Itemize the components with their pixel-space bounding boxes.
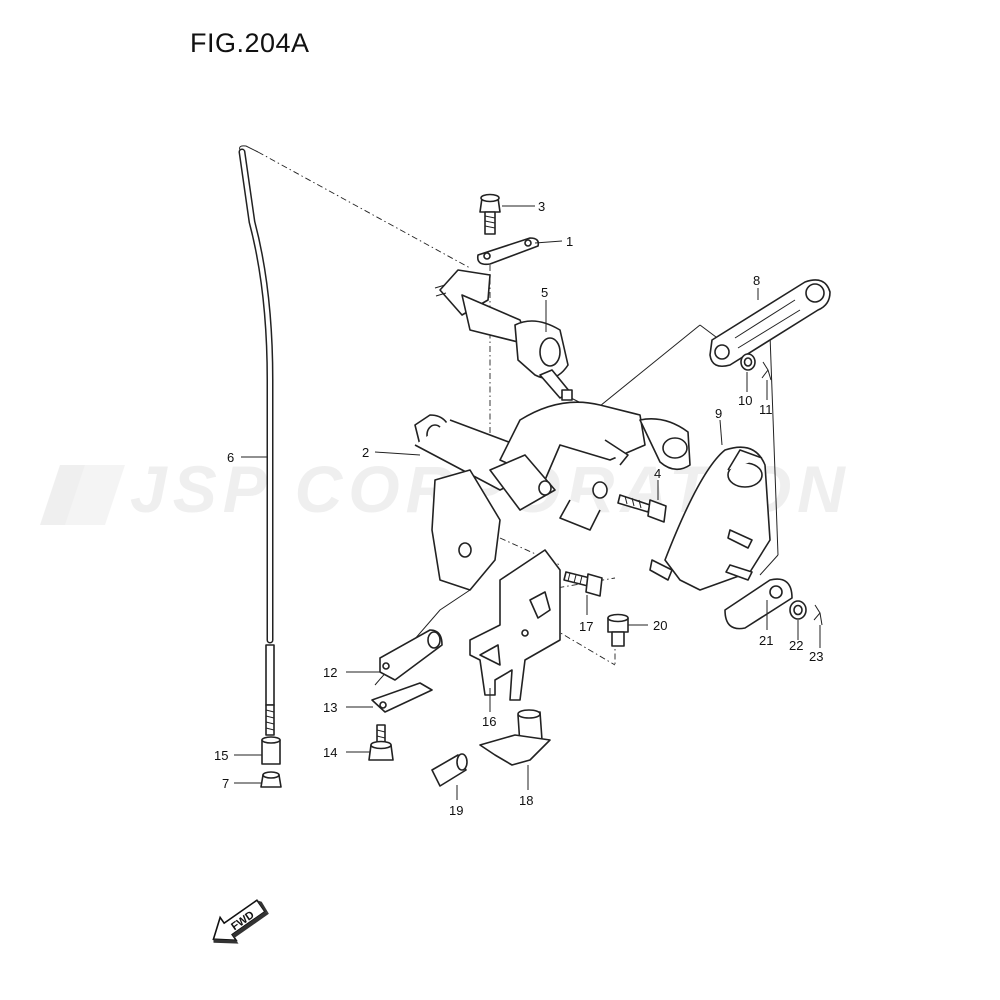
part-labels: 1 2 3 4 5 6 7 8 9 10 11 12 13 14 15 16 1… xyxy=(214,199,823,818)
part-6-rod xyxy=(238,145,275,736)
part-8-lever xyxy=(709,279,831,368)
label-leaders xyxy=(234,205,821,800)
part-12-bracket xyxy=(379,629,443,681)
label-part-5: 5 xyxy=(541,285,548,300)
part-15-sleeve xyxy=(261,736,281,765)
part-19-collar xyxy=(431,753,468,787)
label-part-23: 23 xyxy=(809,649,823,664)
figure-title: FIG.204A xyxy=(190,28,310,58)
label-part-19: 19 xyxy=(449,803,463,818)
part-10-washer xyxy=(740,353,756,371)
label-part-14: 14 xyxy=(323,745,337,760)
label-part-13: 13 xyxy=(323,700,337,715)
label-part-22: 22 xyxy=(789,638,803,653)
part-17-bolt xyxy=(563,571,603,597)
label-part-16: 16 xyxy=(482,714,496,729)
part-13-plate xyxy=(371,682,433,713)
label-part-11: 11 xyxy=(759,402,773,417)
label-part-15: 15 xyxy=(214,748,228,763)
label-part-9: 9 xyxy=(715,406,722,421)
part-20-bolt xyxy=(607,613,629,647)
label-part-3: 3 xyxy=(538,199,545,214)
part-16-bracket xyxy=(469,549,561,701)
label-part-20: 20 xyxy=(653,618,667,633)
label-part-6: 6 xyxy=(227,450,234,465)
part-11-clip xyxy=(761,361,772,381)
label-part-21: 21 xyxy=(759,633,773,648)
part-4-bolt xyxy=(617,494,667,523)
label-part-10: 10 xyxy=(738,393,752,408)
part-5-shaft xyxy=(434,269,573,401)
part-23-clip xyxy=(813,604,823,626)
part-9-cover xyxy=(649,446,771,591)
part-21-arm xyxy=(724,578,793,630)
part-18-clip xyxy=(479,709,551,766)
part-7-nut xyxy=(260,771,282,788)
label-part-2: 2 xyxy=(362,445,369,460)
part-3-bolt xyxy=(479,193,501,235)
part-22-washer xyxy=(789,600,807,620)
label-part-18: 18 xyxy=(519,793,533,808)
part-2-bracket xyxy=(414,401,691,591)
label-part-17: 17 xyxy=(579,619,593,634)
label-part-8: 8 xyxy=(753,273,760,288)
label-part-4: 4 xyxy=(654,466,661,481)
label-part-1: 1 xyxy=(566,234,573,249)
fwd-arrow-icon: FWD xyxy=(212,899,269,944)
part-14-bolt xyxy=(368,724,394,761)
label-part-7: 7 xyxy=(222,776,229,791)
label-part-12: 12 xyxy=(323,665,337,680)
part-1-plate xyxy=(476,237,540,266)
